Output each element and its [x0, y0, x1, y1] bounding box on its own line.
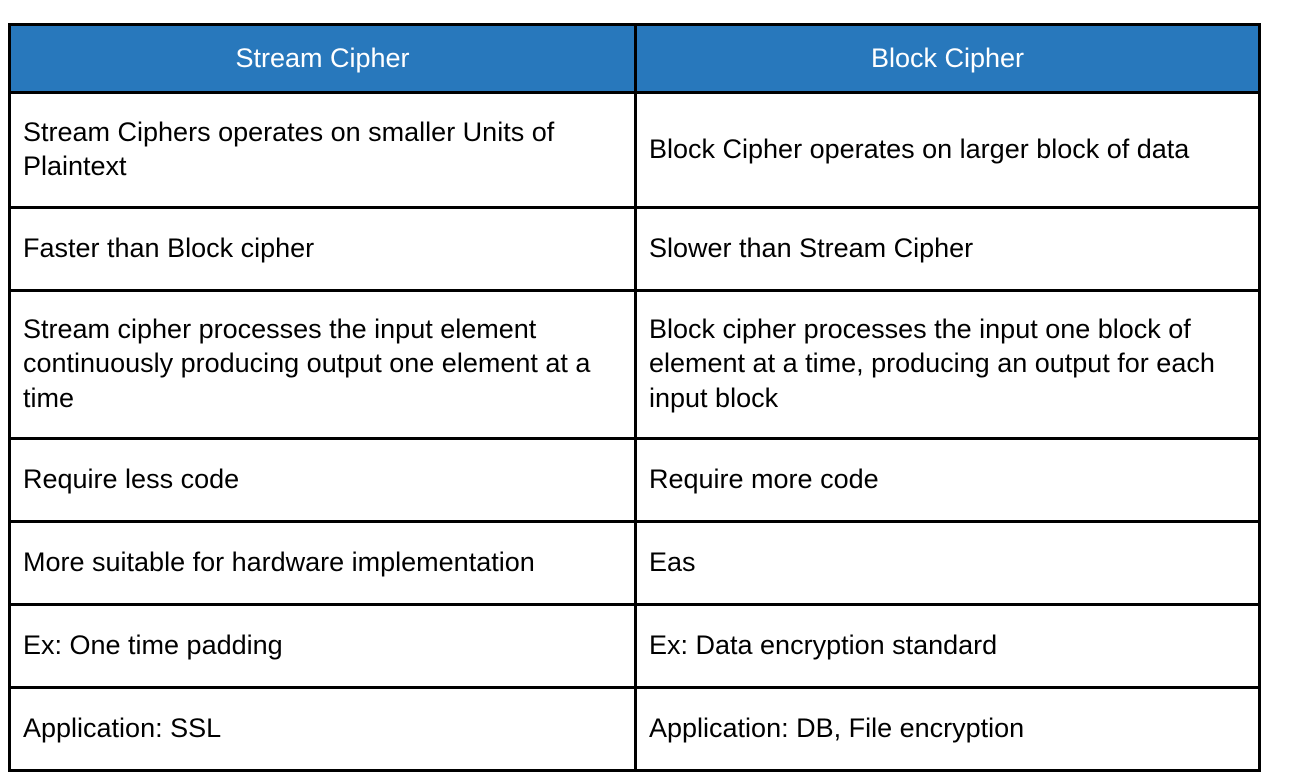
cell-block-2: Slower than Stream Cipher [634, 206, 1261, 292]
cell-block-6: Ex: Data encryption standard [634, 603, 1261, 689]
table-row: More suitable for hardware implementatio… [8, 520, 1261, 606]
cell-text: Application: SSL [23, 712, 222, 743]
comparison-table-container: Stream Cipher Block Cipher Stream Cipher… [8, 23, 1261, 772]
cell-block-3: Block cipher processes the input one blo… [634, 289, 1261, 440]
cell-text: Stream Ciphers operates on smaller Units… [23, 116, 555, 181]
cell-block-4: Require more code [634, 437, 1261, 523]
cell-text: Stream cipher processes the input elemen… [23, 314, 591, 413]
cell-stream-7: Application: SSL [8, 686, 637, 772]
cell-block-7: Application: DB, File encryption [634, 686, 1261, 772]
cell-text: More suitable for hardware implementatio… [23, 546, 535, 577]
table-row: Stream cipher processes the input elemen… [8, 289, 1261, 440]
table-row: Application: SSL Application: DB, File e… [8, 686, 1261, 772]
cell-text: Ex: One time padding [23, 629, 283, 660]
cell-text: Faster than Block cipher [23, 232, 315, 263]
cell-stream-4: Require less code [8, 437, 637, 523]
cell-text: Ex: Data encryption standard [649, 629, 998, 660]
cell-block-5: Eas [634, 520, 1261, 606]
cell-stream-5: More suitable for hardware implementatio… [8, 520, 637, 606]
cell-text: Application: DB, File encryption [649, 712, 1025, 743]
cell-text: Block cipher processes the input one blo… [649, 314, 1215, 413]
cell-text: Require more code [649, 463, 879, 494]
stream-vs-block-cipher-table: Stream Cipher Block Cipher Stream Cipher… [8, 23, 1261, 772]
table-row: Stream Ciphers operates on smaller Units… [8, 91, 1261, 209]
cell-stream-3: Stream cipher processes the input elemen… [8, 289, 637, 440]
cell-text: Require less code [23, 463, 240, 494]
cell-text: Slower than Stream Cipher [649, 232, 974, 263]
cell-stream-6: Ex: One time padding [8, 603, 637, 689]
cell-stream-1: Stream Ciphers operates on smaller Units… [8, 91, 637, 209]
cell-text: Eas [649, 546, 696, 577]
cell-text: Block Cipher operates on larger block of… [649, 133, 1190, 164]
header-row: Stream Cipher Block Cipher [8, 23, 1261, 94]
column-header-block-cipher: Block Cipher [634, 23, 1261, 94]
table-row: Ex: One time padding Ex: Data encryption… [8, 603, 1261, 689]
column-header-stream-cipher: Stream Cipher [8, 23, 637, 94]
table-row: Faster than Block cipher Slower than Str… [8, 206, 1261, 292]
table-header: Stream Cipher Block Cipher [8, 23, 1261, 94]
cell-block-1: Block Cipher operates on larger block of… [634, 91, 1261, 209]
cell-stream-2: Faster than Block cipher [8, 206, 637, 292]
table-row: Require less code Require more code [8, 437, 1261, 523]
table-body: Stream Ciphers operates on smaller Units… [8, 91, 1261, 772]
